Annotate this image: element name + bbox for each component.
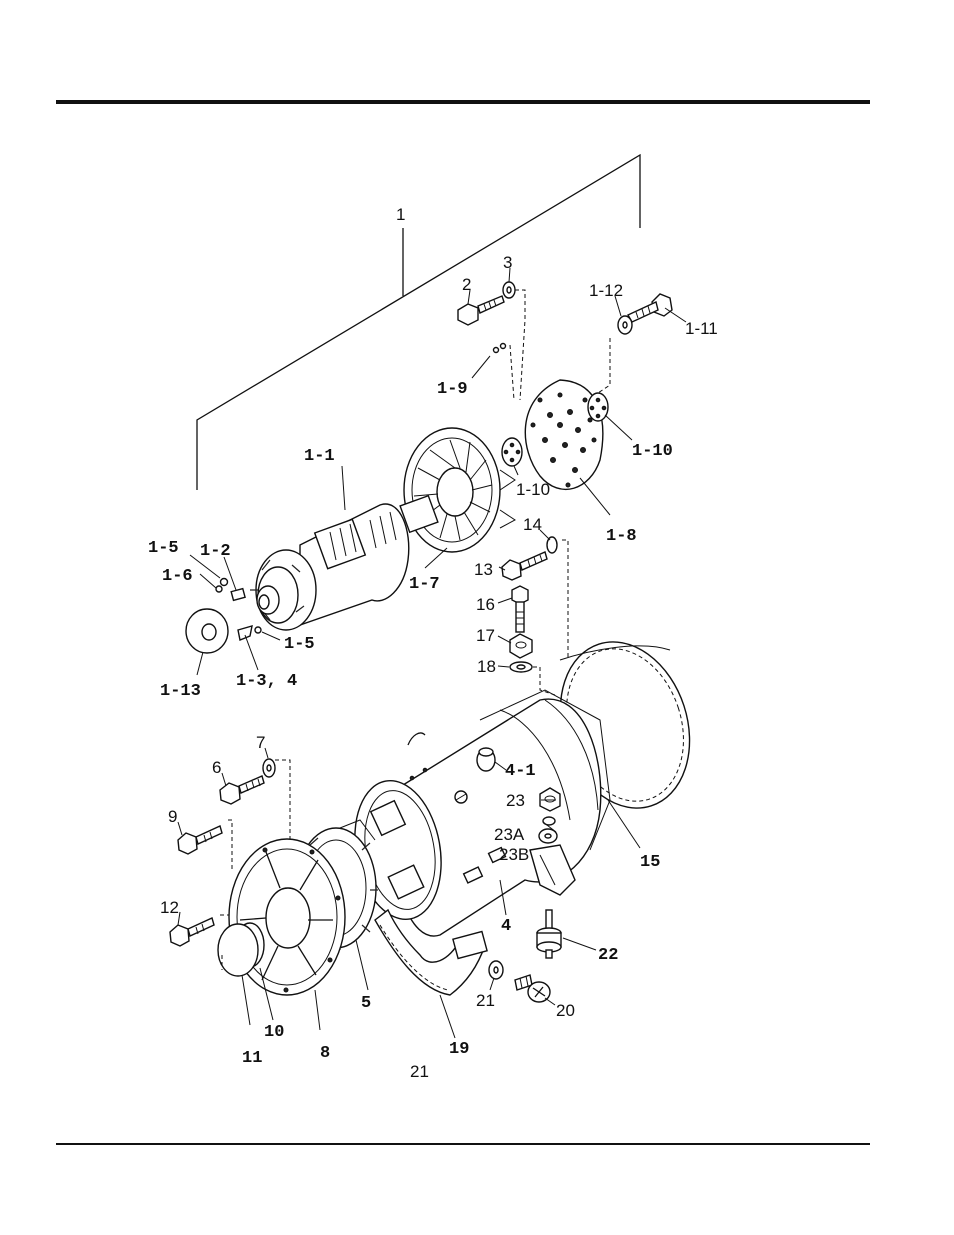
callout-1-5-bottom: 1-5 xyxy=(284,635,315,654)
callout-9: 9 xyxy=(168,807,177,826)
fan-1-7 xyxy=(404,428,515,552)
callout-12: 12 xyxy=(160,898,179,917)
callout-1-12: 1-12 xyxy=(589,281,623,300)
vibration-mount-22 xyxy=(537,910,561,958)
callout-21-upper: 21 xyxy=(476,991,495,1010)
callout-23b: 23B xyxy=(499,845,529,864)
callout-1-3-4: 1-3, 4 xyxy=(236,672,297,691)
callout-4: 4 xyxy=(501,917,511,936)
washer-3 xyxy=(503,282,525,400)
callout-16: 16 xyxy=(476,595,495,614)
callout-6: 6 xyxy=(212,758,221,777)
callout-1-5-top: 1-5 xyxy=(148,539,179,558)
spacer-1-10-left xyxy=(502,438,522,466)
callout-22: 22 xyxy=(598,946,618,965)
callout-15: 15 xyxy=(640,853,660,872)
callout-17: 17 xyxy=(476,626,495,645)
washer-7 xyxy=(263,759,290,840)
bolt-9 xyxy=(178,820,232,870)
callout-19: 19 xyxy=(449,1040,469,1059)
callout-20: 20 xyxy=(556,1001,575,1020)
nut-17 xyxy=(510,634,532,658)
callout-1-11: 1-11 xyxy=(685,319,718,338)
callout-3: 3 xyxy=(503,253,512,272)
washer-14 xyxy=(547,537,568,660)
callout-14: 14 xyxy=(523,515,542,534)
callout-4-1: 4-1 xyxy=(505,762,536,781)
callout-1-2: 1-2 xyxy=(200,542,231,561)
pins-1-9 xyxy=(494,344,515,401)
callout-23a: 23A xyxy=(494,825,525,844)
spacer-1-10-right xyxy=(588,393,608,421)
callout-1: 1 xyxy=(396,205,405,224)
bolt-16 xyxy=(512,586,528,632)
callout-23: 23 xyxy=(506,791,525,810)
washer-18 xyxy=(510,662,555,695)
callout-1-13: 1-13 xyxy=(160,682,201,701)
callout-18: 18 xyxy=(477,657,496,676)
callout-1-10-right: 1-10 xyxy=(632,442,673,461)
washer-21 xyxy=(489,961,503,979)
callout-1-7: 1-7 xyxy=(409,575,440,594)
washer-1-13 xyxy=(186,609,228,653)
callout-7: 7 xyxy=(256,733,265,752)
callout-21-lower: 21 xyxy=(410,1062,429,1081)
bolt-13 xyxy=(502,552,547,580)
frame-4 xyxy=(344,690,610,936)
cap-11 xyxy=(218,924,258,976)
callout-8: 8 xyxy=(320,1044,330,1063)
callout-11: 11 xyxy=(242,1049,262,1068)
callout-1-10-left: 1-10 xyxy=(516,480,550,499)
callout-10: 10 xyxy=(264,1023,284,1042)
callout-1-8: 1-8 xyxy=(606,527,637,546)
bolt-6 xyxy=(220,776,264,804)
callout-5: 5 xyxy=(361,994,371,1013)
screw-20 xyxy=(515,975,550,1002)
cap-4-1 xyxy=(477,748,495,771)
callout-2: 2 xyxy=(462,275,471,294)
callout-1-9: 1-9 xyxy=(437,380,468,399)
callout-1-1: 1-1 xyxy=(304,447,335,466)
callout-13: 13 xyxy=(474,560,493,579)
bolt-2 xyxy=(458,296,504,325)
callout-1-6: 1-6 xyxy=(162,567,193,586)
washer-1-12 xyxy=(595,316,632,395)
rotor-1-1 xyxy=(250,496,438,630)
